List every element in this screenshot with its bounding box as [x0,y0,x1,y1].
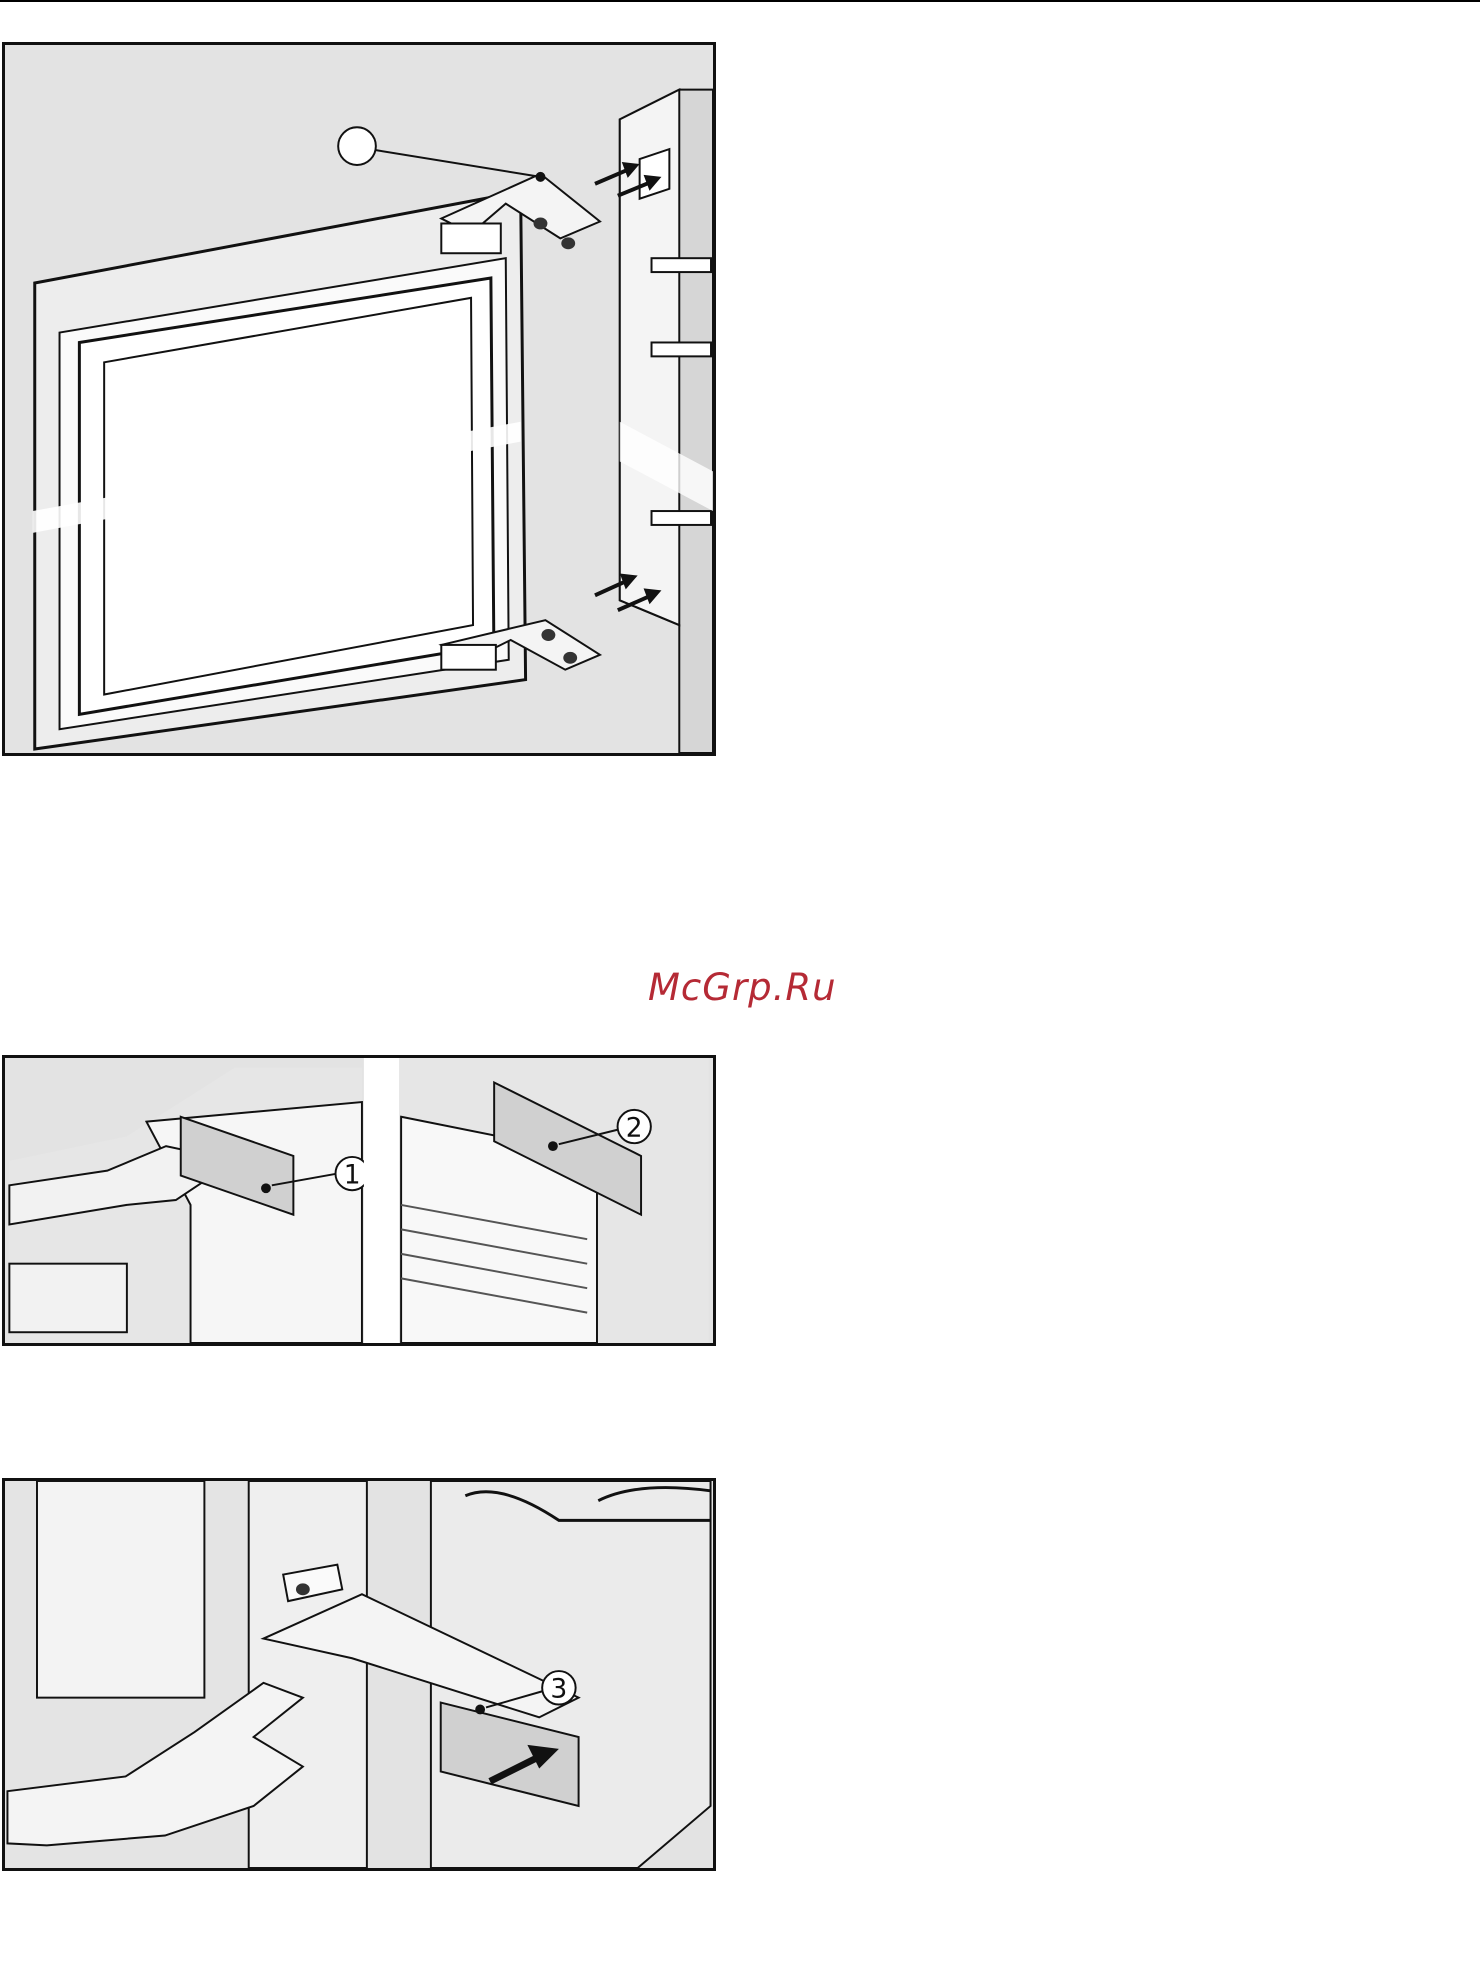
trim-strip-drawing: 1 2 [5,1058,713,1343]
callout-marker [338,127,540,177]
watermark: McGrp.Ru [648,966,837,1009]
door-hinge-figure [2,42,716,756]
callout-1: 1 [344,1159,361,1190]
hinge-cover-drawing: 3 [5,1481,713,1868]
right-view: 2 [399,1058,708,1343]
page-top-rule [0,0,1480,2]
hinge-cover-figure: 3 [2,1478,716,1871]
door-hinge-drawing [5,45,713,753]
callout-2: 2 [626,1112,643,1143]
callout-3: 3 [550,1674,567,1705]
trim-strip-figure: 1 2 [2,1055,716,1346]
left-view: 1 [9,1068,368,1343]
view-separator [364,1058,399,1343]
